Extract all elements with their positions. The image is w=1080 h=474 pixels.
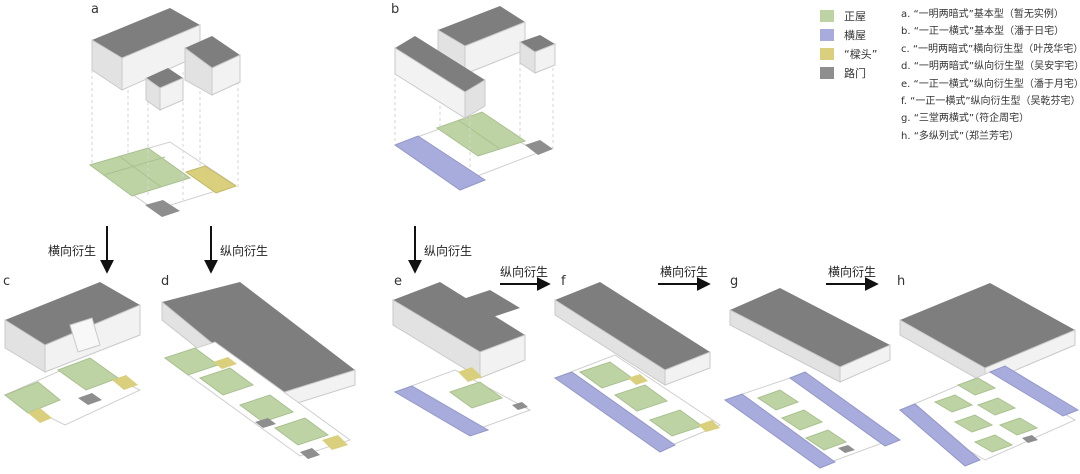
type-item-h: h. “多纵列式”（郑兰芳宅） (901, 130, 1020, 142)
type-item-a: a. “一明两暗式”基本型（暂无实例） (901, 9, 1064, 20)
legend-item-beam-head: “樑头” (820, 44, 877, 63)
type-item-f: f. “一正一横式”纵向衍生型（吴乾芬宅） (901, 95, 1080, 107)
side-house-plan (393, 135, 487, 191)
type-item-b: b. “一正一横式”基本型（潘于日宅） (901, 26, 1065, 38)
panel-d-diagram (161, 282, 356, 459)
legend-item-side-house: 横屋 (820, 25, 877, 44)
panel-label-g: g (730, 274, 739, 289)
legend-item-main-house: 正屋 (820, 6, 877, 25)
step-label-vertical-b-e: 纵向衍生 (424, 244, 473, 258)
legend-label: 正屋 (844, 9, 866, 23)
gate-plan (145, 200, 180, 217)
panel-f-diagram (553, 282, 722, 453)
step-label-horizontal-a-c: 横向衍生 (48, 244, 97, 258)
legend-swatch-main-house (820, 9, 834, 22)
step-label-vertical-a-d: 纵向衍生 (220, 244, 269, 258)
legend-item-gate: 路门 (820, 63, 877, 82)
panel-label-b: b (391, 2, 400, 17)
panel-label-h: h (897, 274, 906, 289)
legend-swatch-beam-head (820, 47, 834, 60)
gate-plan-b (525, 140, 553, 155)
panel-c-diagram (3, 282, 142, 426)
beam-head-plan (184, 165, 238, 194)
legend-label: “樑头” (844, 47, 878, 61)
panel-b-diagram (393, 6, 556, 191)
legend-label: 路门 (844, 66, 866, 80)
panel-a-diagram (88, 8, 241, 217)
panel-label-a: a (91, 2, 99, 17)
step-label-horizontal-g-h: 横向衍生 (828, 265, 877, 279)
panel-e-diagram (392, 282, 532, 437)
type-item-g: g. “三堂两横式”（符企周宅） (901, 113, 1030, 125)
step-label-horizontal-f-g: 横向衍生 (660, 265, 709, 279)
panel-label-c: c (3, 274, 11, 289)
legend-swatch-side-house (820, 28, 834, 41)
type-item-d: d. “一明两暗式”纵向衍生型（吴安宇宅） (901, 61, 1080, 73)
legend: 正屋 横屋 “樑头” 路门 (820, 6, 877, 82)
legend-swatch-gate (820, 66, 834, 79)
type-list: a. “一明两暗式”基本型（暂无实例） b. “一正一横式”基本型（潘于日宅） … (901, 5, 1080, 144)
panel-g-diagram (723, 288, 902, 469)
type-item-e: e. “一正一横式”纵向衍生型（潘于月宅） (901, 78, 1080, 90)
legend-label: 横屋 (844, 28, 866, 42)
step-label-vertical-e-f: 纵向衍生 (500, 265, 549, 279)
type-item-c: c. “一明两暗式”横向衍生型（叶茂华宅） (901, 43, 1080, 55)
panel-label-e: e (394, 274, 402, 289)
panel-label-f: f (561, 274, 566, 289)
panel-h-diagram (898, 283, 1080, 467)
panel-label-d: d (161, 274, 170, 289)
